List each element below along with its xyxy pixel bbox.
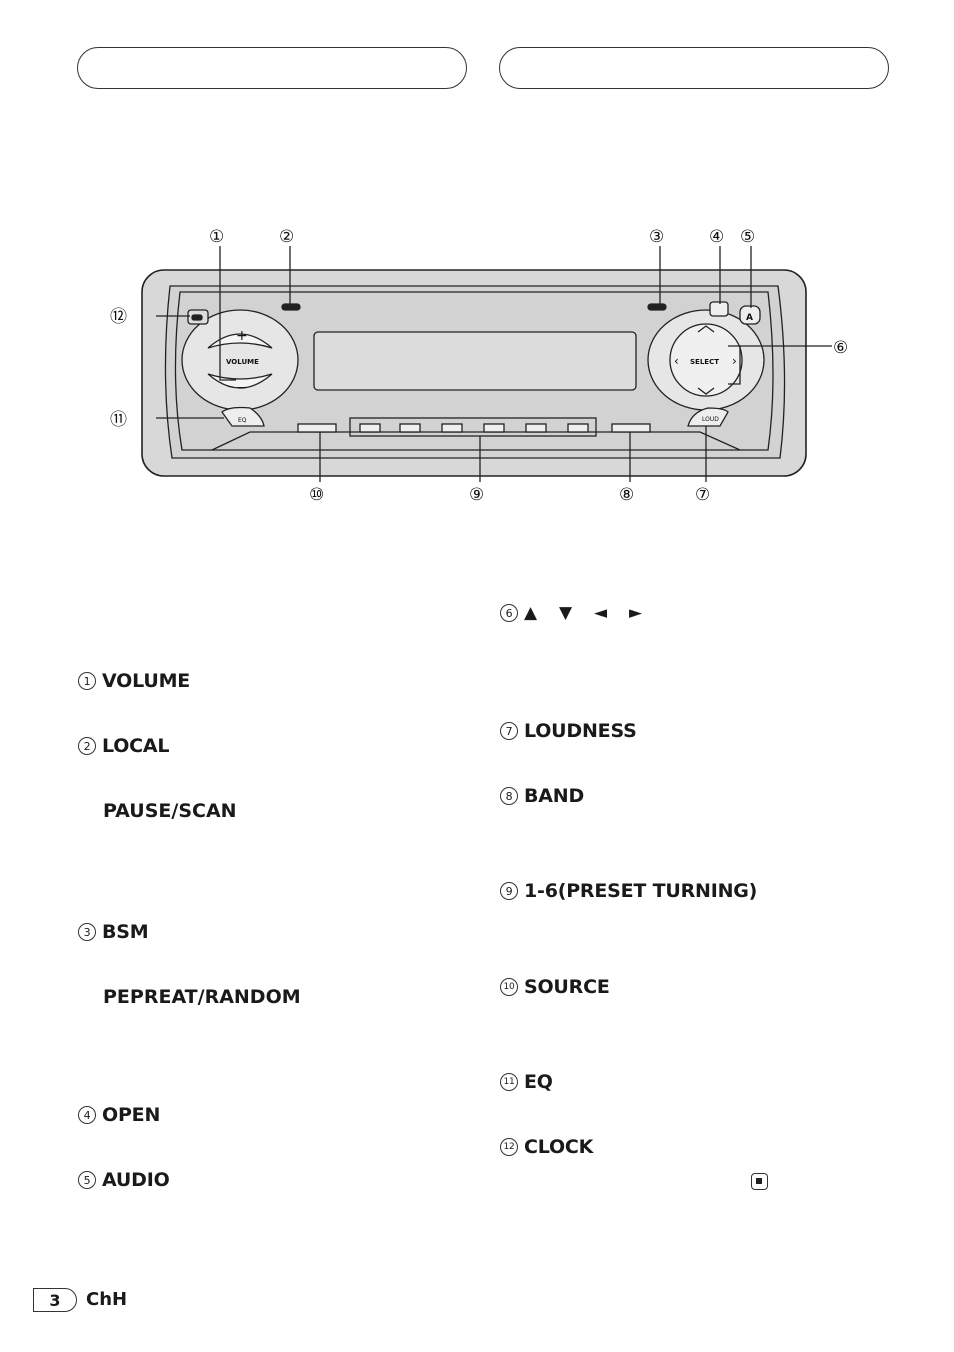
header-tab-right [499, 47, 889, 89]
item-pause-scan: PAUSE/SCAN [103, 800, 237, 822]
language-code: ChH [86, 1289, 128, 1310]
select-label: SELECT [690, 358, 719, 366]
item-band: 8 BAND [500, 785, 584, 807]
item-label: VOLUME [102, 670, 191, 692]
item-number: 9 [500, 882, 518, 900]
item-eq: 11 EQ [500, 1071, 553, 1093]
item-label: LOCAL [102, 735, 170, 757]
page-number: 3 [33, 1288, 77, 1312]
item-number: 10 [500, 978, 518, 996]
item-open: 4 OPEN [78, 1104, 160, 1126]
callout-4: ④ [709, 227, 724, 247]
item-volume: 1 VOLUME [78, 670, 190, 692]
callout-3: ③ [649, 227, 664, 247]
callout-7: ⑦ [695, 485, 710, 505]
front-panel-diagram: VOLUME + − SELECT ‹ › A EQ LOUD [110, 227, 848, 505]
callout-9: ⑨ [469, 485, 484, 505]
item-number: 3 [78, 923, 96, 941]
svg-text:−: − [236, 380, 248, 396]
item-number: 8 [500, 787, 518, 805]
item-clock: 12 CLOCK [500, 1136, 593, 1158]
item-number: 2 [78, 737, 96, 755]
callout-10: ⑩ [309, 485, 324, 505]
item-label: AUDIO [102, 1169, 170, 1191]
item-number: 11 [500, 1073, 518, 1091]
volume-label: VOLUME [226, 358, 259, 366]
svg-text:‹: ‹ [674, 354, 679, 368]
item-audio: 5 AUDIO [78, 1169, 170, 1191]
callout-5: ⑤ [740, 227, 755, 247]
item-number: 7 [500, 722, 518, 740]
item-loudness: 7 LOUDNESS [500, 720, 637, 742]
callout-1: ① [209, 227, 224, 247]
item-preset: 9 1-6(PRESET TURNING) [500, 880, 757, 902]
item-number: 4 [78, 1106, 96, 1124]
eq-label: EQ [238, 417, 247, 424]
item-label: OPEN [102, 1104, 161, 1126]
item-label: ▲ ▼ ◄ ► [524, 603, 651, 623]
item-repeat-random: PEPREAT/RANDOM [103, 986, 301, 1008]
item-number: 6 [500, 604, 518, 622]
item-number: 5 [78, 1171, 96, 1189]
item-arrows: 6 ▲ ▼ ◄ ► [500, 603, 650, 623]
item-local: 2 LOCAL [78, 735, 170, 757]
item-label: SOURCE [524, 976, 610, 998]
callout-2: ② [279, 227, 294, 247]
item-label: CLOCK [524, 1136, 594, 1158]
header-tab-left [77, 47, 467, 89]
end-of-section-icon [751, 1173, 768, 1190]
svg-text:+: + [236, 328, 248, 344]
item-label: BSM [102, 921, 149, 943]
item-label: EQ [524, 1071, 553, 1093]
audio-button-label: A [746, 313, 753, 323]
item-source: 10 SOURCE [500, 976, 610, 998]
callout-11: ⑪ [110, 410, 127, 430]
item-bsm: 3 BSM [78, 921, 149, 943]
item-number: 1 [78, 672, 96, 690]
svg-text:›: › [732, 354, 737, 368]
loud-label: LOUD [702, 416, 719, 423]
item-label: BAND [524, 785, 585, 807]
callout-6: ⑥ [833, 338, 848, 358]
callout-12: ⑫ [110, 307, 127, 327]
item-label: LOUDNESS [524, 720, 637, 742]
item-number: 12 [500, 1138, 518, 1156]
item-label: 1-6(PRESET TURNING) [524, 880, 758, 902]
callout-8: ⑧ [619, 485, 634, 505]
